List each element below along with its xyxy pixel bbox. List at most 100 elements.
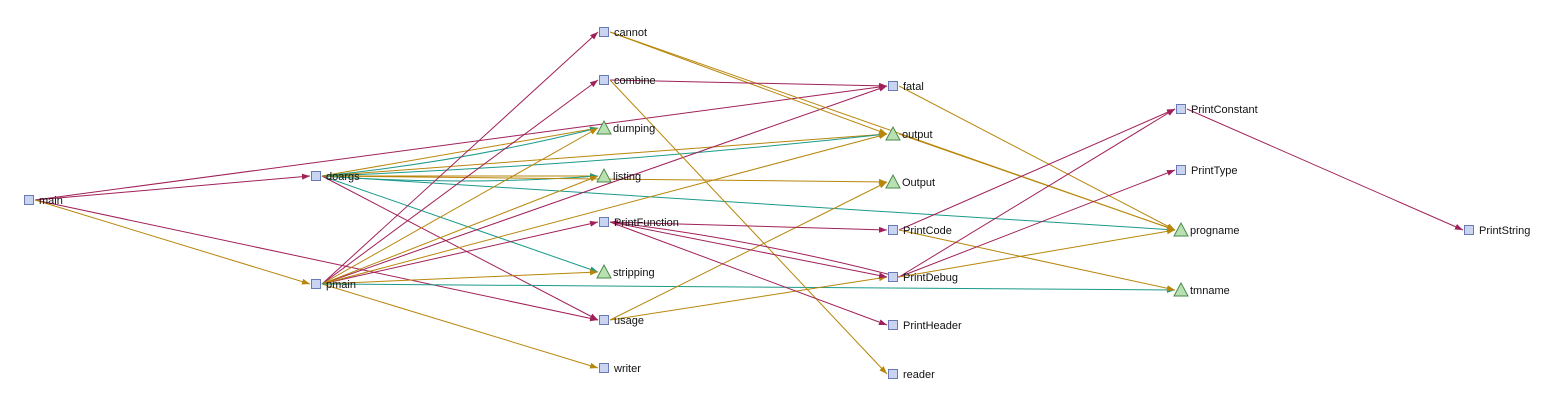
function-square-icon (888, 272, 898, 282)
edge-pmain-to-listing (321, 175, 599, 285)
node-label: progname (1190, 225, 1240, 237)
function-square-icon (311, 171, 321, 181)
function-square-icon (24, 195, 34, 205)
node-doargs[interactable]: doargs (311, 171, 361, 183)
function-square-icon (599, 315, 609, 325)
node-usage[interactable]: usage (599, 315, 644, 327)
node-print-string[interactable]: PrintString (1464, 225, 1531, 237)
function-square-icon (1176, 104, 1186, 114)
node-print-type[interactable]: PrintType (1176, 165, 1238, 177)
node-label: PrintString (1479, 225, 1530, 237)
edge-doargs-to-dumping (321, 126, 599, 177)
node-progname[interactable]: progname (1173, 221, 1240, 237)
node-label: stripping (613, 267, 655, 279)
edges-layer (34, 31, 1464, 375)
node-label: writer (613, 363, 641, 375)
node-print-function[interactable]: PrintFunction (599, 217, 679, 229)
node-label: output (902, 129, 933, 141)
edge-print-debug-to-print-function (609, 219, 900, 278)
node-pmain[interactable]: pmain (311, 279, 356, 291)
edge-pmain-to-cannot (321, 31, 599, 285)
edge-main-to-fatal (34, 84, 888, 201)
function-square-icon (1176, 165, 1186, 175)
variable-triangle-icon (596, 167, 612, 183)
function-square-icon (1464, 225, 1474, 235)
node-label: usage (614, 315, 644, 327)
edge-combine-to-fatal (609, 79, 888, 89)
variable-triangle-icon (596, 263, 612, 279)
node-print-code[interactable]: PrintCode (888, 225, 952, 237)
edge-pmain-to-stripping (321, 269, 599, 285)
node-label: doargs (326, 171, 360, 183)
node-tmname[interactable]: tmname (1173, 281, 1230, 297)
edge-print-constant-to-print-string (1186, 108, 1464, 231)
variable-triangle-icon (1173, 221, 1189, 237)
variable-triangle-icon (596, 119, 612, 135)
edge-doargs-to-output (321, 131, 888, 177)
edge-print-function-to-print-debug (609, 221, 888, 279)
edge-pmain-to-dumping (321, 127, 599, 285)
edge-print-debug-to-progname (898, 228, 1176, 278)
edge-usage-to-output (609, 181, 888, 321)
node-label: combine (614, 75, 656, 87)
edge-main-to-usage (34, 199, 599, 322)
edge-pmain-to-writer (321, 283, 599, 369)
node-output[interactable]: output (885, 125, 933, 141)
edge-usage-to-print-debug (609, 275, 888, 321)
node-fatal[interactable]: fatal (888, 81, 924, 93)
edge-print-code-to-print-constant (898, 108, 1176, 231)
edge-doargs-to-output (321, 131, 888, 177)
node-label: reader (903, 369, 935, 381)
node-main[interactable]: main (24, 195, 63, 207)
variable-triangle-icon (1173, 281, 1189, 297)
node-dumping[interactable]: dumping (596, 119, 655, 135)
edge-pmain-to-fatal (321, 85, 888, 285)
edge-output-to-progname (898, 133, 1176, 231)
edge-print-code-to-tmname (898, 229, 1176, 292)
edge-print-function-to-print-code (609, 221, 888, 233)
node-stripping[interactable]: stripping (596, 263, 655, 279)
function-square-icon (599, 217, 609, 227)
edge-combine-to-reader (609, 79, 888, 375)
function-square-icon (599, 75, 609, 85)
edge-doargs-to-usage (321, 175, 599, 321)
node-label: Output (902, 177, 935, 189)
node-combine[interactable]: combine (599, 75, 656, 87)
node-label: pmain (326, 279, 356, 291)
edge-doargs-to-stripping (321, 175, 599, 273)
function-square-icon (599, 27, 609, 37)
node-label: listing (613, 171, 641, 183)
node-output[interactable]: Output (885, 173, 935, 189)
edge-pmain-to-combine (321, 79, 599, 285)
node-label: cannot (614, 27, 647, 39)
node-writer[interactable]: writer (599, 363, 642, 375)
edge-fatal-to-progname (898, 85, 1176, 231)
edge-pmain-to-print-function (321, 220, 599, 285)
edge-pmain-to-output (321, 133, 888, 285)
node-print-header[interactable]: PrintHeader (888, 320, 963, 332)
function-square-icon (888, 225, 898, 235)
node-label: dumping (613, 123, 655, 135)
node-label: fatal (903, 81, 924, 93)
node-label: PrintDebug (903, 272, 958, 284)
edge-doargs-to-progname (321, 175, 1176, 233)
edge-main-to-doargs (34, 173, 311, 201)
edge-print-debug-to-print-constant (898, 108, 1176, 278)
edge-main-to-pmain (34, 199, 311, 285)
function-square-icon (888, 369, 898, 379)
node-label: PrintCode (903, 225, 952, 237)
variable-triangle-icon (885, 173, 901, 189)
node-reader[interactable]: reader (888, 369, 936, 381)
function-square-icon (599, 363, 609, 373)
node-label: PrintHeader (903, 320, 962, 332)
node-cannot[interactable]: cannot (599, 27, 648, 39)
edge-pmain-to-tmname (321, 283, 1176, 293)
nodes-layer: main doargs pmain cannot combine dumping listi… (24, 27, 1531, 381)
node-label: PrintType (1191, 165, 1237, 177)
node-print-debug[interactable]: PrintDebug (888, 272, 959, 284)
node-label: PrintFunction (614, 217, 679, 229)
node-print-constant[interactable]: PrintConstant (1176, 104, 1258, 116)
node-listing[interactable]: listing (596, 167, 641, 183)
function-square-icon (311, 279, 321, 289)
